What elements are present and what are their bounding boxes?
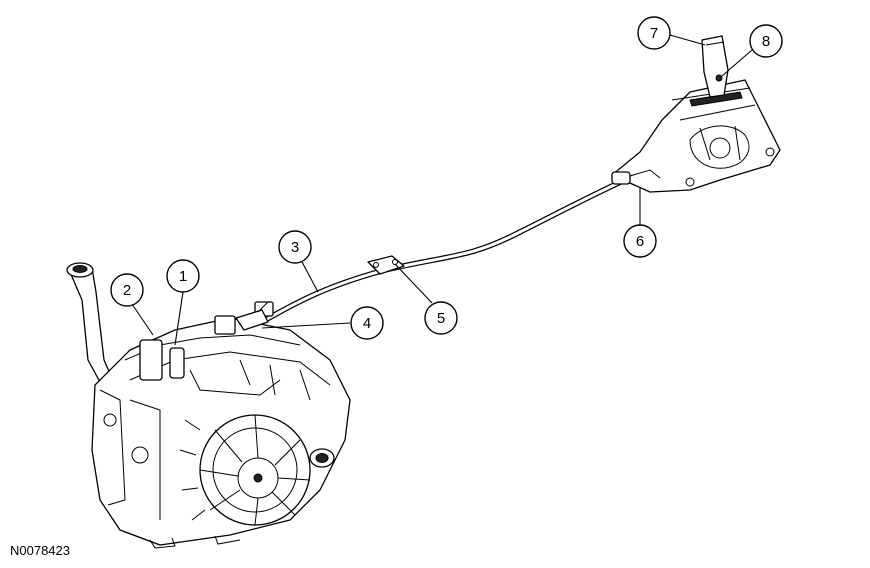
callout-1: 1 bbox=[166, 259, 200, 293]
callout-3: 3 bbox=[278, 230, 312, 264]
callout-8-label: 8 bbox=[762, 33, 770, 50]
leader-2 bbox=[131, 303, 154, 336]
callout-7-label: 7 bbox=[650, 25, 658, 42]
callout-4: 4 bbox=[350, 306, 384, 340]
callout-6: 6 bbox=[623, 224, 657, 258]
leader-4 bbox=[261, 322, 351, 329]
cable-bracket bbox=[367, 255, 405, 275]
callout-2-label: 2 bbox=[123, 282, 131, 299]
transaxle bbox=[66, 262, 351, 549]
leader-5 bbox=[394, 263, 433, 304]
callout-1-label: 1 bbox=[179, 268, 187, 285]
leader-1 bbox=[174, 291, 184, 346]
callout-5-label: 5 bbox=[437, 310, 445, 327]
leader-8 bbox=[721, 49, 753, 77]
leader-3 bbox=[300, 259, 319, 293]
shift-cable bbox=[259, 177, 628, 325]
callout-4-label: 4 bbox=[363, 315, 371, 332]
callout-7: 7 bbox=[637, 16, 671, 50]
callout-2: 2 bbox=[110, 273, 144, 307]
shifter-assembly bbox=[611, 35, 781, 193]
leader-7 bbox=[669, 34, 706, 46]
callout-5: 5 bbox=[424, 301, 458, 335]
leader-lines bbox=[131, 34, 753, 346]
figure-id: N0078423 bbox=[10, 543, 70, 558]
callout-3-label: 3 bbox=[291, 239, 299, 256]
callout-8: 8 bbox=[749, 24, 783, 58]
callout-6-label: 6 bbox=[636, 233, 644, 250]
